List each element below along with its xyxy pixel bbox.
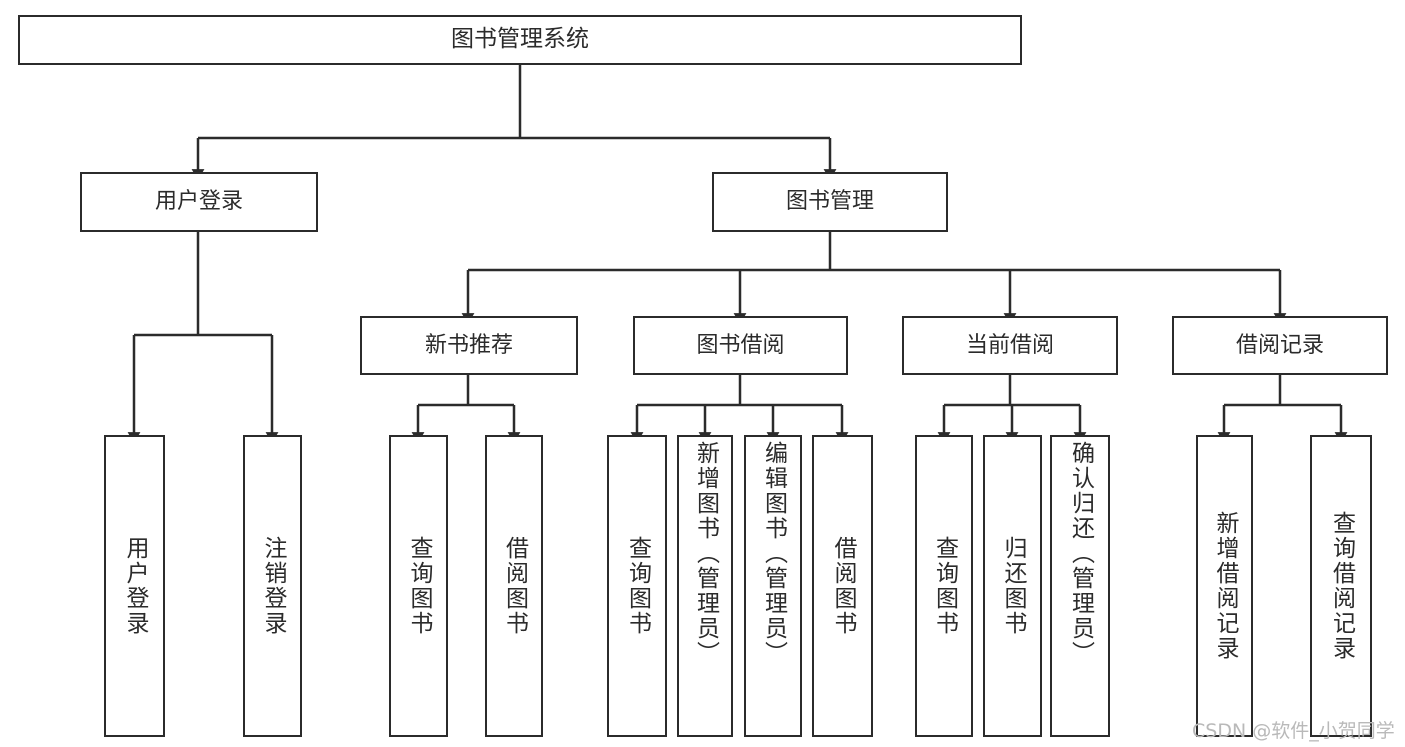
leaf-book-borrow-add-book-admin[interactable]: 新增图书（管理员） [677, 435, 733, 737]
node-root-book-management-system[interactable]: 图书管理系统 [18, 15, 1022, 65]
node-label: 查询借阅记录 [1328, 511, 1355, 661]
leaf-book-borrow-borrow-book[interactable]: 借阅图书 [812, 435, 873, 737]
node-label: 查询图书 [406, 536, 432, 636]
leaf-borrow-record-query-record[interactable]: 查询借阅记录 [1310, 435, 1372, 737]
leaf-borrow-record-add-record[interactable]: 新增借阅记录 [1196, 435, 1253, 737]
node-label: 查询图书 [931, 536, 958, 636]
node-label: 编辑图书（管理员） [760, 441, 787, 666]
node-label: 图书管理系统 [451, 26, 589, 53]
node-label: 用户登录 [154, 189, 243, 215]
leaf-current-borrow-confirm-return-admin[interactable]: 确认归还（管理员） [1050, 435, 1110, 737]
node-borrow-record[interactable]: 借阅记录 [1172, 316, 1388, 375]
leaf-current-borrow-query-book[interactable]: 查询图书 [915, 435, 973, 737]
leaf-user-login-logout[interactable]: 注销登录 [243, 435, 302, 737]
node-label: 新增图书（管理员） [692, 441, 719, 666]
leaf-book-borrow-edit-book-admin[interactable]: 编辑图书（管理员） [744, 435, 802, 737]
node-label: 新增借阅记录 [1212, 511, 1238, 661]
node-current-borrow[interactable]: 当前借阅 [902, 316, 1118, 375]
node-label: 用户登录 [122, 536, 148, 636]
node-new-book-recommend[interactable]: 新书推荐 [360, 316, 578, 375]
node-label: 新书推荐 [424, 332, 513, 358]
watermark-text: CSDN @软件_小贺同学 [1192, 720, 1395, 742]
node-user-login[interactable]: 用户登录 [80, 172, 318, 232]
node-label: 查询图书 [624, 536, 651, 636]
leaf-new-book-borrow-book[interactable]: 借阅图书 [485, 435, 543, 737]
leaf-new-book-query-book[interactable]: 查询图书 [389, 435, 448, 737]
leaf-book-borrow-query-book[interactable]: 查询图书 [607, 435, 667, 737]
node-book-management[interactable]: 图书管理 [712, 172, 948, 232]
node-book-borrow[interactable]: 图书借阅 [633, 316, 848, 375]
leaf-user-login-login[interactable]: 用户登录 [104, 435, 165, 737]
node-label: 注销登录 [260, 536, 286, 636]
node-label: 确认归还（管理员） [1067, 441, 1094, 666]
node-label: 归还图书 [1000, 536, 1026, 636]
node-label: 图书借阅 [696, 332, 785, 358]
node-label: 图书管理 [785, 189, 874, 215]
node-label: 当前借阅 [965, 332, 1054, 358]
leaf-current-borrow-return-book[interactable]: 归还图书 [983, 435, 1042, 737]
node-label: 借阅图书 [501, 536, 528, 636]
node-label: 借阅图书 [830, 536, 856, 636]
node-label: 借阅记录 [1235, 332, 1324, 358]
